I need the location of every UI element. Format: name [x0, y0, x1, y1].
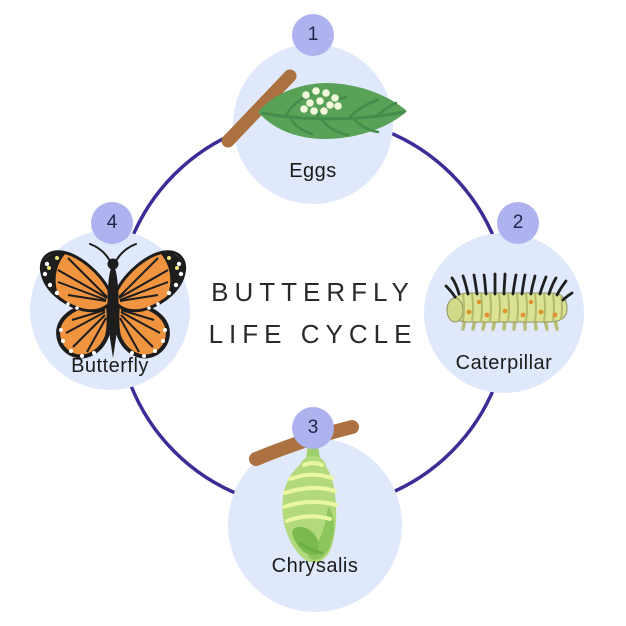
- chrysalis-shade-dark: [292, 526, 319, 556]
- stage-butterfly-circle: Butterfly: [30, 230, 190, 390]
- stage-chrysalis-circle: Chrysalis: [228, 420, 402, 612]
- stage-caterpillar-circle: Caterpillar: [424, 233, 584, 393]
- caterpillar-segments: [462, 293, 563, 322]
- diagram-title: BUTTERFLY LIFE CYCLE: [163, 271, 463, 355]
- eggs-cluster: [300, 87, 342, 115]
- stage-label-chrysalis: Chrysalis: [271, 555, 359, 577]
- chrysalis-stripes: [282, 461, 338, 555]
- badge-1: 1: [292, 14, 334, 56]
- butterfly-left-wings: [39, 250, 112, 359]
- caterpillar-spots: [466, 299, 558, 318]
- leaf-with-eggs-icon: [221, 69, 407, 148]
- diagram-title-line2: LIFE CYCLE: [208, 319, 418, 349]
- branch-icon: [221, 69, 297, 148]
- stage-label-butterfly: Butterfly: [71, 355, 149, 377]
- badge-2: 2: [497, 202, 539, 244]
- butterfly-icon: [39, 243, 187, 360]
- badge-3: 3: [292, 407, 334, 449]
- diagram-title-line1: BUTTERFLY: [211, 277, 415, 307]
- leaf-veins: [260, 93, 406, 137]
- caterpillar-spikes: [444, 272, 574, 302]
- stage-eggs-circle: Eggs: [221, 44, 407, 204]
- butterfly-body: [89, 243, 137, 358]
- stage-label-eggs: Eggs: [289, 160, 337, 182]
- stage-label-caterpillar: Caterpillar: [455, 352, 553, 374]
- caterpillar-icon: [444, 272, 574, 331]
- badge-4: 4: [91, 202, 133, 244]
